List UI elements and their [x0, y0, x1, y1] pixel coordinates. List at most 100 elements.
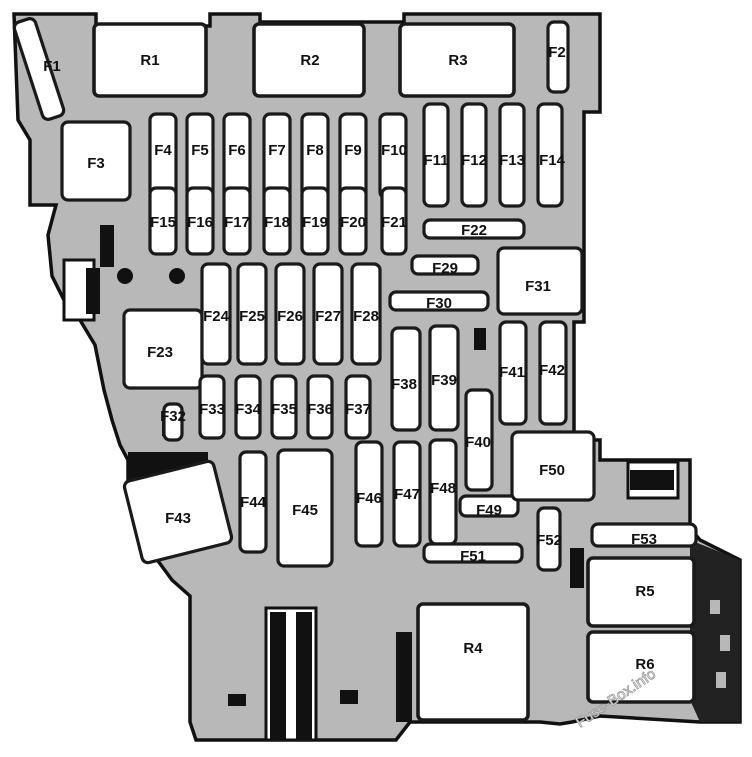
relay-label-r4: R4 [463, 640, 483, 657]
relays [92, 22, 696, 722]
fuse-label-f19: F19 [302, 214, 328, 231]
relay-label-r2: R2 [300, 52, 319, 69]
relay-r1 [92, 22, 208, 98]
mounting-hole [169, 268, 185, 284]
fuse-f28 [350, 262, 382, 366]
fuse-f2 [546, 20, 570, 94]
fuse-label-f11: F11 [423, 152, 448, 169]
fuse-label-f47: F47 [394, 486, 420, 503]
fuse-label-f38: F38 [391, 376, 417, 393]
feature-block [396, 632, 412, 722]
fuse-f39 [428, 324, 460, 432]
side-panel [690, 540, 740, 722]
feature-block [630, 470, 674, 490]
fuse-label-f15: F15 [150, 214, 176, 231]
fuse-f3 [60, 120, 132, 202]
fuse-f1 [12, 17, 66, 121]
fuse-label-f6: F6 [228, 142, 246, 159]
fuse-label-f24: F24 [203, 308, 230, 325]
fuse-f45 [276, 448, 334, 568]
relay-label-r6: R6 [635, 656, 654, 673]
fuse-f35 [270, 374, 298, 440]
connector-slot [296, 612, 312, 740]
fuse-f43 [122, 459, 234, 565]
fuse-f22 [422, 218, 526, 240]
relay-r2 [252, 22, 366, 98]
fuse-label-f23: F23 [147, 344, 173, 361]
fuse-f42 [538, 320, 568, 426]
fuse-f12 [460, 102, 488, 208]
fuse-f13 [498, 102, 526, 208]
fuse-f41 [498, 320, 528, 426]
relay-r5 [586, 556, 696, 628]
fuse-label-f5: F5 [191, 142, 209, 159]
fuse-label-f14: F14 [539, 152, 566, 169]
fuse-label-f50: F50 [539, 462, 565, 479]
fuse-f51 [422, 542, 524, 564]
fuse-label-f30: F30 [426, 295, 452, 312]
fuse-f26 [274, 262, 306, 366]
fuse-f18 [262, 186, 292, 256]
side-slot [710, 600, 720, 614]
fuse-f20 [338, 186, 368, 256]
fuse-f46 [354, 440, 384, 548]
fuse-label-f7: F7 [268, 142, 286, 159]
mounting-hole [117, 268, 133, 284]
fuse-label-f1: F1 [43, 58, 61, 75]
fuse-f32 [162, 402, 184, 442]
fuse-label-f42: F42 [539, 362, 565, 379]
fuse-label-f43: F43 [165, 510, 191, 527]
fuse-label-f48: F48 [430, 480, 456, 497]
fuse-label-f25: F25 [239, 308, 265, 325]
fuse-f34 [234, 374, 262, 440]
fuse-label-f3: F3 [87, 155, 105, 172]
fuse-label-f49: F49 [476, 502, 502, 519]
fuse-label-f29: F29 [432, 260, 458, 277]
fuse-label-f34: F34 [235, 401, 262, 418]
fuse-f21 [380, 186, 408, 256]
fuse-label-f31: F31 [525, 278, 551, 295]
feature-block [100, 225, 114, 267]
fuse-f44 [238, 450, 268, 554]
fuse-label-f44: F44 [240, 494, 267, 511]
fuse-label-f12: F12 [461, 152, 487, 169]
fuse-label-f18: F18 [264, 214, 290, 231]
fuse-label-f16: F16 [187, 214, 213, 231]
fuse-label-f26: F26 [277, 308, 303, 325]
fuse-f19 [300, 186, 330, 256]
fuse-label-f45: F45 [292, 502, 318, 519]
housing-features [62, 225, 740, 742]
fuse-f14 [536, 102, 564, 208]
fuse-label-f53: F53 [631, 531, 657, 548]
fuse-f37 [344, 374, 372, 440]
fuse-label-f32: F32 [160, 408, 186, 425]
fuse-label-f28: F28 [353, 308, 379, 325]
fuse-f31 [496, 246, 584, 316]
feature-block [340, 690, 358, 704]
fuse-f25 [236, 262, 268, 366]
fuse-label-f52: F52 [536, 532, 562, 549]
fuse-label-f37: F37 [345, 401, 371, 418]
fuse-label-f8: F8 [306, 142, 324, 159]
fuse-label-f27: F27 [315, 308, 341, 325]
relay-label-r5: R5 [635, 583, 654, 600]
fuse-f24 [200, 262, 232, 366]
relay-label-r1: R1 [140, 52, 159, 69]
feature-block [570, 548, 584, 588]
fuse-label-f41: F41 [499, 364, 525, 381]
relay-r3 [398, 22, 516, 98]
fuse-label-f35: F35 [271, 401, 297, 418]
fuse-f49 [458, 494, 520, 518]
fuse-label-f40: F40 [465, 434, 491, 451]
side-slot [716, 672, 726, 688]
relay-r4 [416, 602, 530, 722]
fuse-label-f17: F17 [224, 214, 250, 231]
feature-block [474, 328, 486, 350]
fuse-f11 [422, 102, 450, 208]
fuse-label-f20: F20 [340, 214, 366, 231]
fuse-label-f4: F4 [154, 142, 172, 159]
fuse-f53 [590, 522, 698, 548]
